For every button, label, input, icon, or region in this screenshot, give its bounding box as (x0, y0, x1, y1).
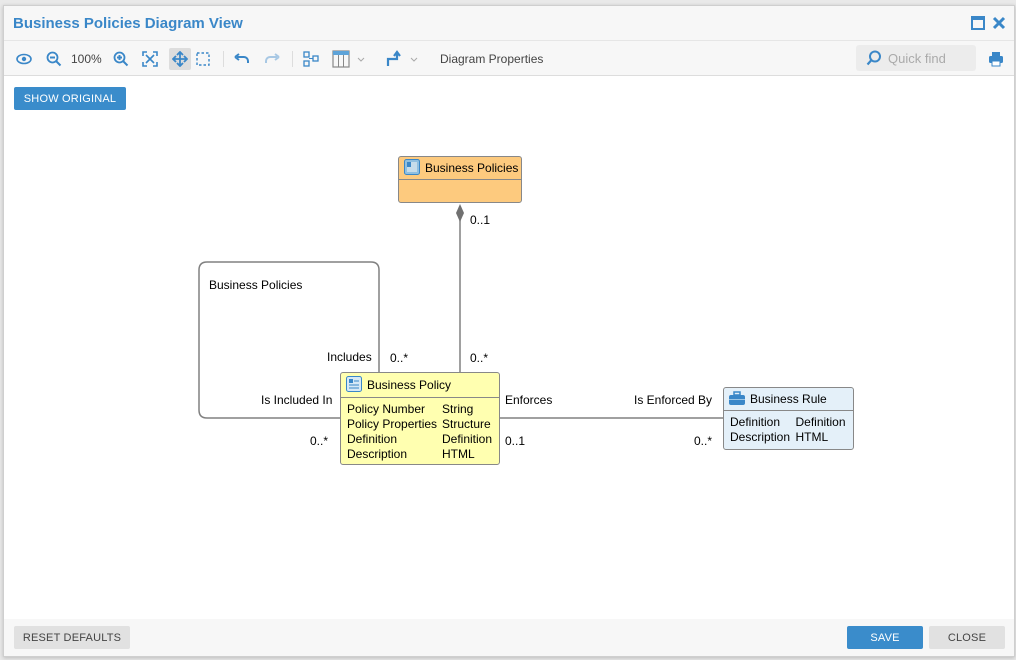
layout-icon[interactable] (300, 48, 322, 70)
diagram-properties-button[interactable]: Diagram Properties (440, 52, 544, 66)
diagram-canvas[interactable]: SHOW ORIGINAL Business Policies 0..1 0..… (4, 76, 1014, 619)
package-icon (404, 158, 420, 178)
attribute-type: Structure (442, 417, 491, 431)
node-title: Business Policy (367, 378, 452, 392)
table-view-dropdown[interactable] (331, 48, 369, 70)
attribute-type: HTML (795, 430, 829, 444)
reset-defaults-button[interactable]: RESET DEFAULTS (14, 626, 130, 649)
attribute-type: Definition (442, 432, 493, 446)
self-association-label: Business Policies (209, 278, 303, 292)
print-icon[interactable] (986, 48, 1006, 70)
title-bar: Business Policies Diagram View (4, 6, 1014, 41)
quick-find-placeholder: Quick find (888, 51, 946, 66)
maximize-icon[interactable] (971, 16, 987, 32)
diagram-modal: Business Policies Diagram View 100% Diag… (3, 5, 1015, 657)
undo-icon[interactable] (232, 48, 252, 70)
composition-diamond (456, 204, 464, 222)
toolbar: 100% Diagram Properties Quick find (4, 41, 1014, 76)
connectors (198, 204, 723, 419)
entity-icon (346, 375, 362, 395)
attribute-type: Definition (795, 415, 846, 429)
redo-icon[interactable] (262, 48, 282, 70)
pan-icon[interactable] (169, 48, 191, 70)
node-title: Business Policies (425, 161, 519, 175)
window-title: Business Policies Diagram View (13, 15, 243, 32)
select-area-icon[interactable] (193, 48, 213, 70)
search-icon (866, 50, 881, 66)
attribute-name: Definition (347, 432, 398, 446)
composition-child-multiplicity: 0..* (470, 351, 489, 365)
enforced-by-multiplicity: 0..* (694, 434, 713, 448)
enforces-role: Enforces (505, 393, 553, 407)
close-button[interactable]: CLOSE (929, 626, 1005, 649)
includes-multiplicity: 0..* (390, 351, 409, 365)
composition-parent-multiplicity: 0..1 (470, 213, 491, 227)
briefcase-icon (729, 390, 745, 408)
attribute-type: HTML (442, 447, 475, 461)
self-association-line (198, 261, 380, 419)
included-in-multiplicity: 0..* (310, 434, 329, 448)
attribute-name: Description (347, 447, 408, 461)
business-policies-node[interactable]: Business Policies (398, 156, 522, 203)
eye-icon[interactable] (14, 48, 34, 70)
attribute-name: Description (730, 430, 791, 444)
footer: RESET DEFAULTS SAVE CLOSE (4, 619, 1014, 656)
quick-find-input[interactable]: Quick find (856, 45, 976, 71)
attribute-name: Policy Properties (347, 417, 438, 431)
connector-style-dropdown[interactable] (384, 48, 422, 70)
node-title: Business Rule (750, 392, 827, 406)
enforces-multiplicity: 0..1 (505, 434, 526, 448)
enforced-by-role: Is Enforced By (634, 393, 713, 407)
zoom-in-icon[interactable] (111, 48, 131, 70)
attribute-name: Definition (730, 415, 781, 429)
attribute-name: Policy Number (347, 402, 426, 416)
close-icon[interactable] (992, 16, 1008, 32)
includes-role: Includes (327, 350, 372, 364)
zoom-out-icon[interactable] (44, 48, 64, 70)
fit-to-screen-icon[interactable] (140, 48, 160, 70)
included-in-role: Is Included In (261, 393, 333, 407)
show-original-button[interactable]: SHOW ORIGINAL (14, 87, 126, 110)
save-button[interactable]: SAVE (847, 626, 923, 649)
attribute-type: String (442, 402, 474, 416)
zoom-level: 100% (71, 52, 102, 66)
